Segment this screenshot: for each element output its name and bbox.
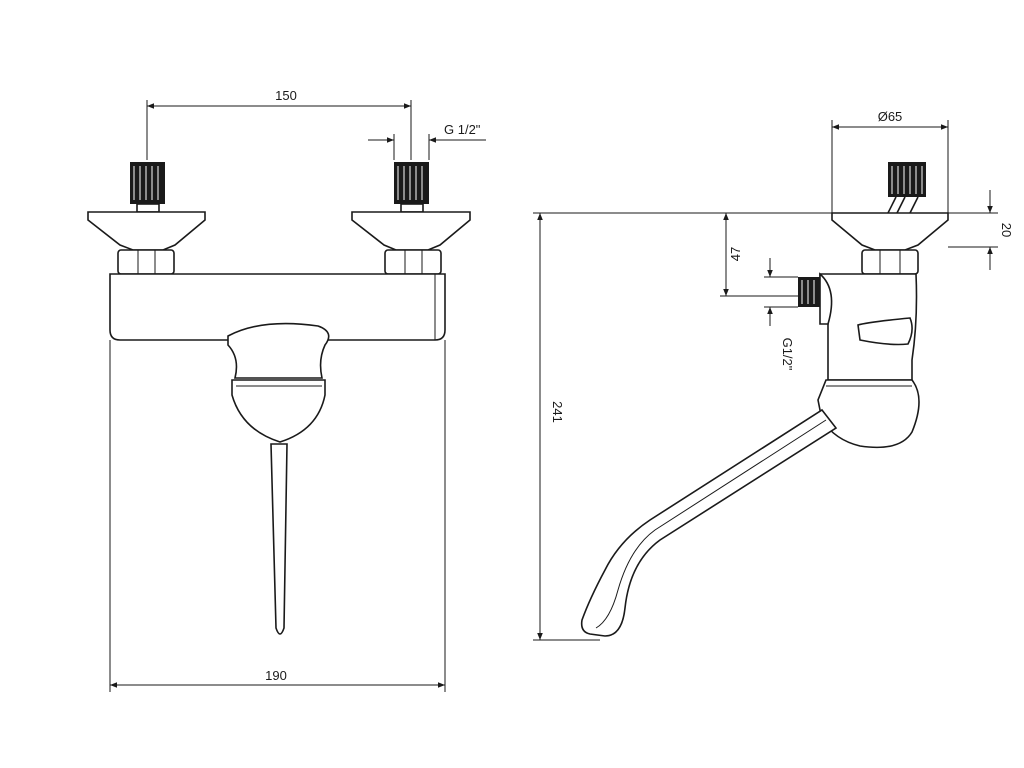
- dimension-flange-height: 20: [948, 190, 1014, 270]
- dimension-thread-top: G 1/2": [368, 122, 486, 160]
- cartridge-dome: [231, 379, 326, 443]
- side-view: Ø65 20 47 G1/2" 2: [533, 109, 1014, 641]
- lever-cap: [227, 322, 330, 379]
- dimension-inlet-offset: 47: [720, 213, 798, 297]
- side-thread: [798, 277, 820, 307]
- dim-label-g-half-top: G 1/2": [444, 122, 481, 137]
- dim-label-d65: Ø65: [878, 109, 903, 124]
- dim-label-150: 150: [275, 88, 297, 103]
- dim-label-47: 47: [728, 247, 743, 261]
- lever-handle: [270, 443, 288, 635]
- side-lever-handle: [580, 408, 838, 637]
- side-dome: [817, 379, 920, 449]
- dim-label-241: 241: [550, 401, 565, 423]
- dimension-overall-width: 190: [109, 340, 446, 692]
- left-inlet-connector: [87, 162, 206, 275]
- dimension-flange-diameter: Ø65: [831, 109, 949, 213]
- front-view: 150 G 1/2" 190: [87, 88, 486, 692]
- dim-label-g-half-side: G1/2": [780, 338, 795, 371]
- dimension-thread-side: G1/2": [764, 258, 798, 371]
- dim-label-20: 20: [999, 223, 1014, 237]
- dimension-inlet-spacing: 150: [146, 88, 412, 160]
- side-lever-cap: [857, 317, 913, 346]
- dim-label-190: 190: [265, 668, 287, 683]
- side-inlet-connector: [831, 162, 949, 275]
- right-inlet-connector: [351, 162, 471, 275]
- dimension-total-height: 241: [533, 213, 600, 641]
